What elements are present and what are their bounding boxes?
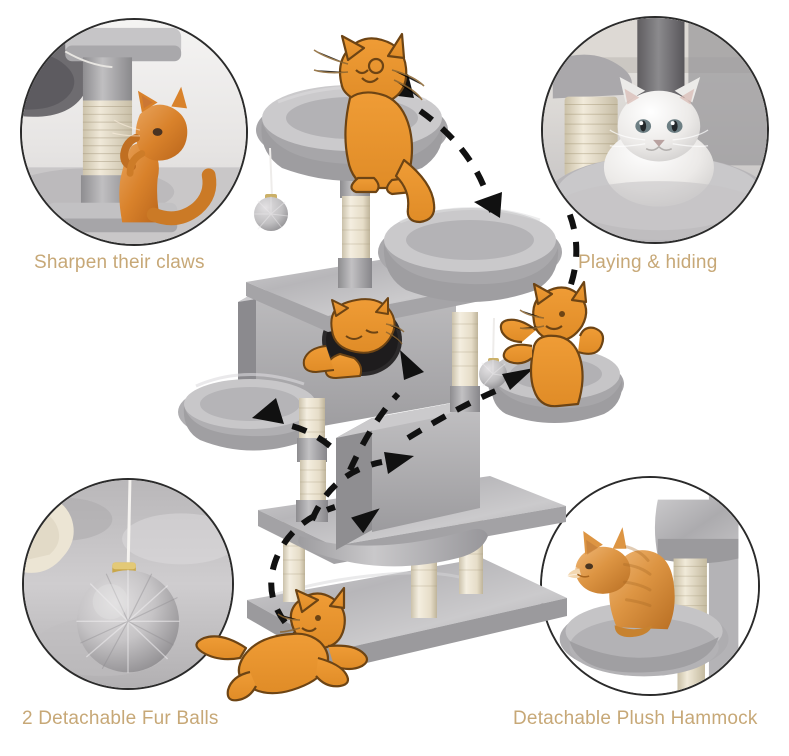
- lower-plush-roll: [298, 528, 488, 567]
- arrow-to-top-perch-path: [414, 105, 495, 213]
- hanging-fur-ball-right: [479, 317, 508, 388]
- top-sisal-post: [338, 168, 372, 288]
- caption-playing-hiding: Playing & hiding: [578, 252, 718, 273]
- inset-sharpen-claws: [20, 18, 248, 246]
- left-sisal-posts: [296, 398, 328, 522]
- condo-roof: [246, 248, 534, 332]
- photo-white-cat-in-hammock: [543, 18, 767, 242]
- inset-fur-balls: [22, 478, 234, 690]
- left-bowl-platform: [178, 372, 322, 451]
- base-sisal-posts: [283, 508, 483, 618]
- middle-step-box: [336, 398, 480, 550]
- cartoon-cat-sleeping-condo: [302, 297, 405, 379]
- inset-playing-hiding: [541, 16, 769, 244]
- caption-plush-hammock: Detachable Plush Hammock: [513, 708, 758, 729]
- arrow-to-condo-path: [347, 391, 401, 472]
- condo-house: [238, 262, 456, 444]
- photo-fur-ball-pompom: [24, 480, 232, 688]
- arrow-to-left-bowl-path: [281, 421, 332, 449]
- upper-hammock: [378, 206, 562, 302]
- cartoon-cat-playing-hammock: [499, 280, 605, 408]
- cartoon-cat-sitting-top: [313, 32, 436, 224]
- arrow-to-mid-step-path: [309, 459, 383, 522]
- top-perch: [256, 85, 448, 181]
- inset-plush-hammock: [540, 476, 760, 696]
- photo-orange-cat-in-hammock: [542, 478, 758, 694]
- photo-kitten-scratching-post: [22, 20, 246, 244]
- right-sisal-post: [450, 312, 480, 412]
- arrow-to-base-path: [268, 504, 336, 645]
- caption-fur-balls: 2 Detachable Fur Balls: [22, 708, 219, 729]
- lower-platform: [258, 476, 566, 564]
- right-hammock-basket: [488, 348, 624, 423]
- hanging-fur-ball-top: [253, 147, 289, 231]
- arrowheads: [252, 74, 534, 534]
- base-board: [247, 558, 567, 670]
- caption-sharpen-claws: Sharpen their claws: [34, 252, 205, 273]
- orange-cat-sitting: [549, 527, 675, 638]
- arrow-to-side-hammock-path: [406, 387, 500, 441]
- kitten-orange: [112, 86, 217, 226]
